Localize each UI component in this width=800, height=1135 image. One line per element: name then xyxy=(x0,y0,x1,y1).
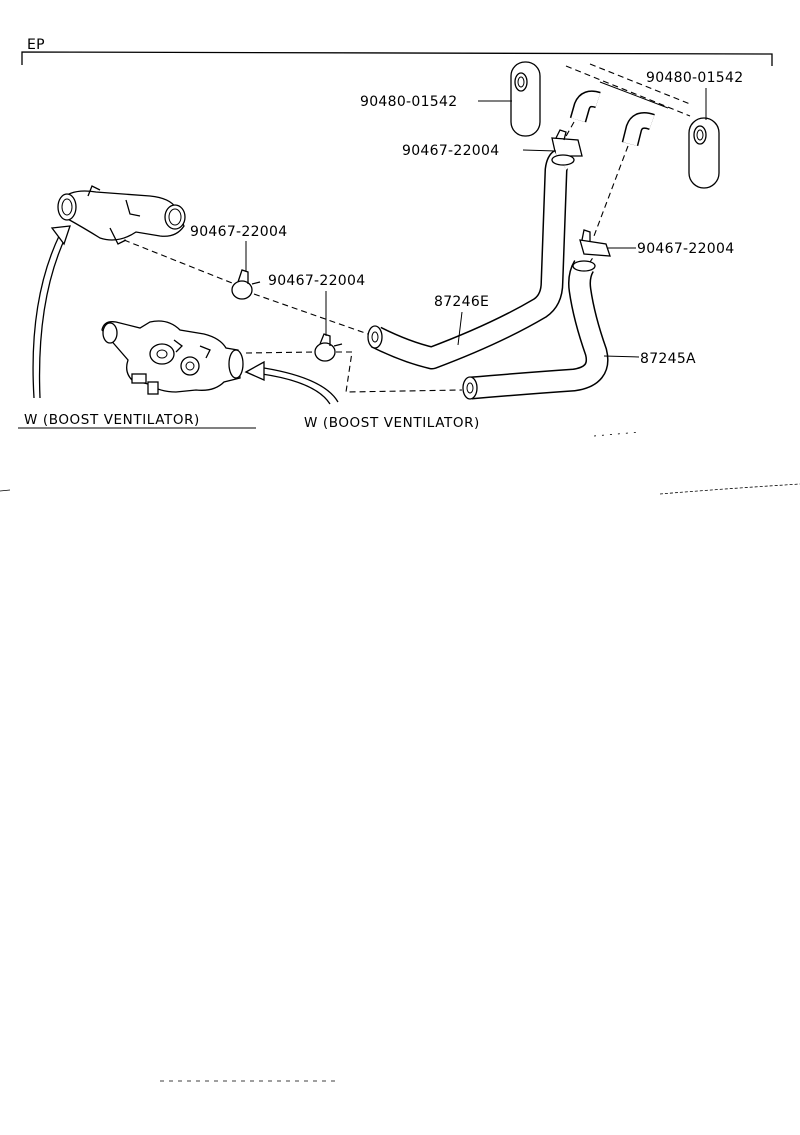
elbow-hose-right-icon xyxy=(621,112,655,147)
section-bracket xyxy=(21,51,773,66)
scan-artifacts xyxy=(0,431,800,1082)
label-grommet-upper-right: 90480-01542 xyxy=(646,70,743,86)
note-boost-ventilator-center: W (BOOST VENTILATOR) xyxy=(304,415,480,431)
clamp-right-icon xyxy=(579,229,611,257)
clamp-left-a-icon xyxy=(231,269,261,300)
clamp-upper-icon xyxy=(551,129,583,157)
assembly-lines-left xyxy=(123,239,463,393)
elbow-hose-upper-icon xyxy=(569,90,601,123)
label-hose-upper: 87246E xyxy=(434,294,489,310)
note-boost-ventilator-left: W (BOOST VENTILATOR) xyxy=(24,412,200,428)
section-code: EP xyxy=(27,37,45,53)
label-clamp-right: 90467-22004 xyxy=(637,241,734,257)
water-valve-icon xyxy=(101,320,244,395)
water-outlet-icon xyxy=(57,185,186,245)
label-grommet-upper-left: 90480-01542 xyxy=(360,94,457,110)
hose-87245a xyxy=(462,260,609,400)
grommet-upper-left-icon xyxy=(510,61,541,137)
label-clamp-upper: 90467-22004 xyxy=(402,143,499,159)
label-clamp-left-b: 90467-22004 xyxy=(268,273,365,289)
leader-hose-upper xyxy=(457,311,463,346)
leader-hose-lower xyxy=(603,355,640,358)
hose-87246e xyxy=(367,150,575,370)
leader-clamp-upper xyxy=(522,149,557,152)
arrow-icon-left xyxy=(32,225,71,399)
panel-edge-lines xyxy=(565,63,691,117)
grommet-upper-right-icon xyxy=(688,117,720,189)
label-clamp-left-a: 90467-22004 xyxy=(190,224,287,240)
clamp-left-b-icon xyxy=(314,333,343,362)
arrow-icon-center xyxy=(244,360,339,405)
label-hose-lower: 87245A xyxy=(640,351,696,367)
